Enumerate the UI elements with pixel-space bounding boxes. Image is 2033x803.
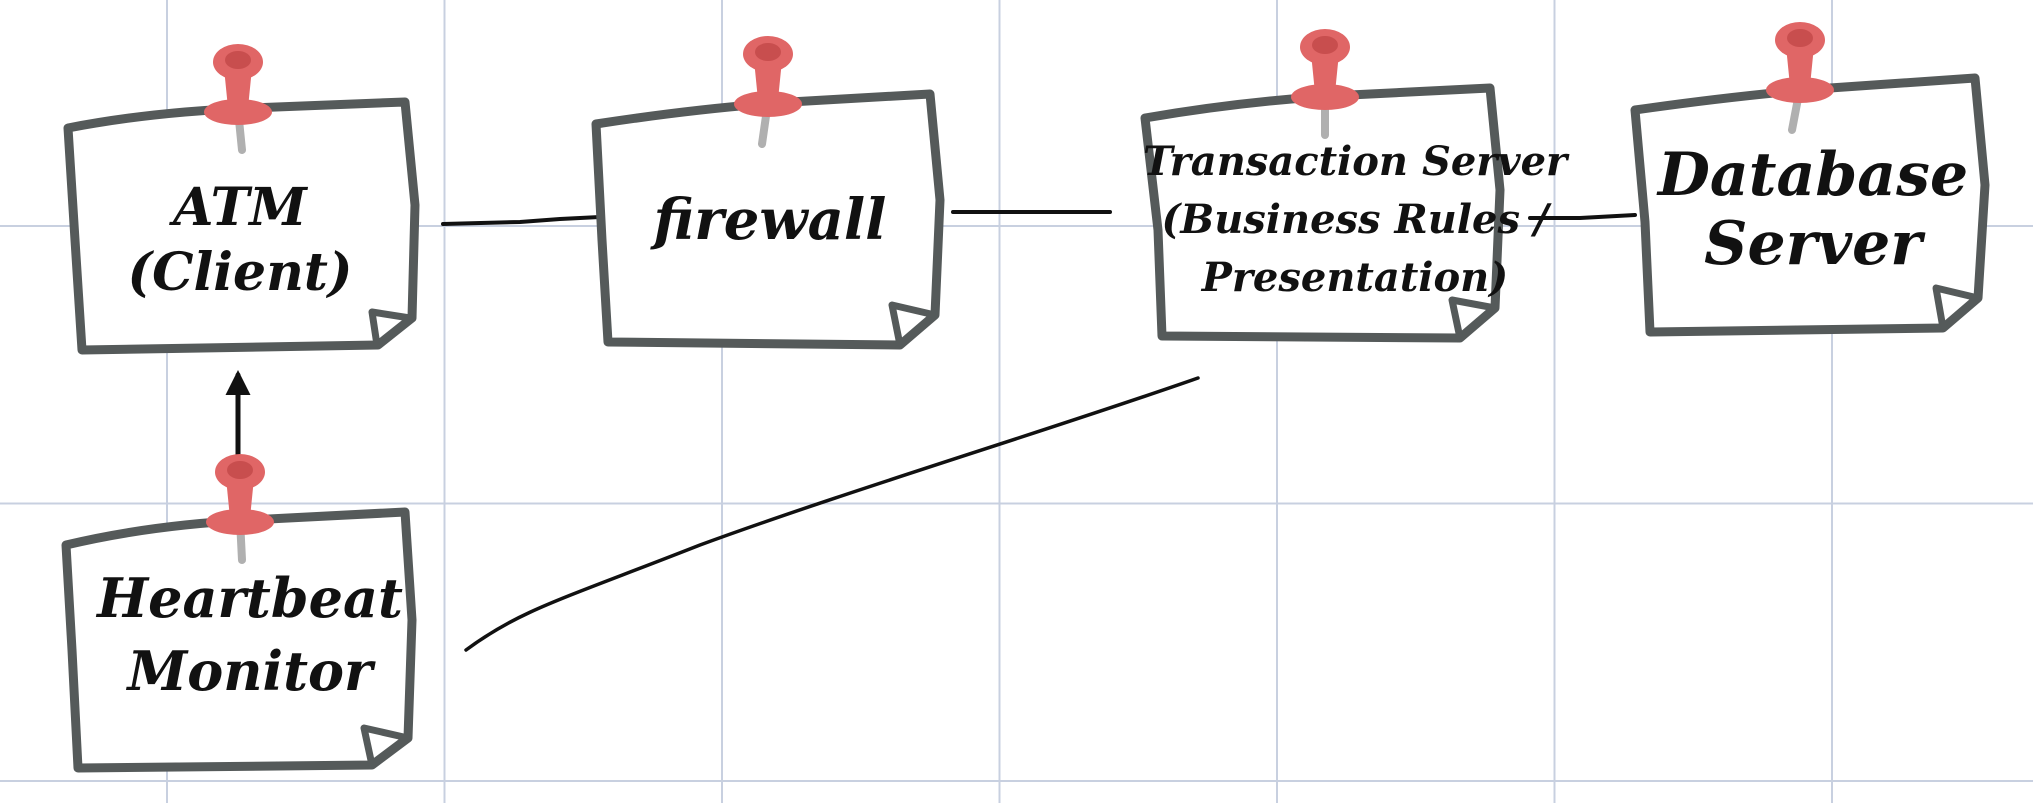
pushpin-icon [1291,29,1359,139]
edge-atm-firewall [441,215,602,226]
node-label-atm: ATM (Client) [127,177,353,303]
note-firewall[interactable] [591,36,945,350]
edge-transaction-database [1528,213,1637,220]
node-label-firewall: firewall [653,187,887,253]
node-label-transaction-server: Transaction Server (Business Rules / Pre… [1142,138,1568,301]
page-curl-icon [888,301,936,346]
note-body [63,97,420,355]
note-atm[interactable] [63,44,420,355]
connectors [225,210,1637,652]
note-heartbeat-monitor[interactable] [61,454,417,773]
page-curl-icon [1932,284,1979,329]
page-curl-icon [360,724,409,766]
pushpin-icon [734,36,802,148]
note-body [61,507,417,773]
pushpin-icon [204,44,272,154]
node-label-database-server: Database Server [1657,140,1969,279]
node-label-heartbeat-monitor: Heartbeat Monitor [97,566,403,703]
page-curl-icon [1448,296,1496,339]
pushpin-icon [1766,22,1834,134]
page-curl-icon [368,308,411,346]
edge-heartbeat-transaction [464,376,1200,652]
note-database-server[interactable] [1630,22,1990,337]
note-transaction-server[interactable] [1140,29,1505,343]
pushpin-icon [206,454,274,564]
